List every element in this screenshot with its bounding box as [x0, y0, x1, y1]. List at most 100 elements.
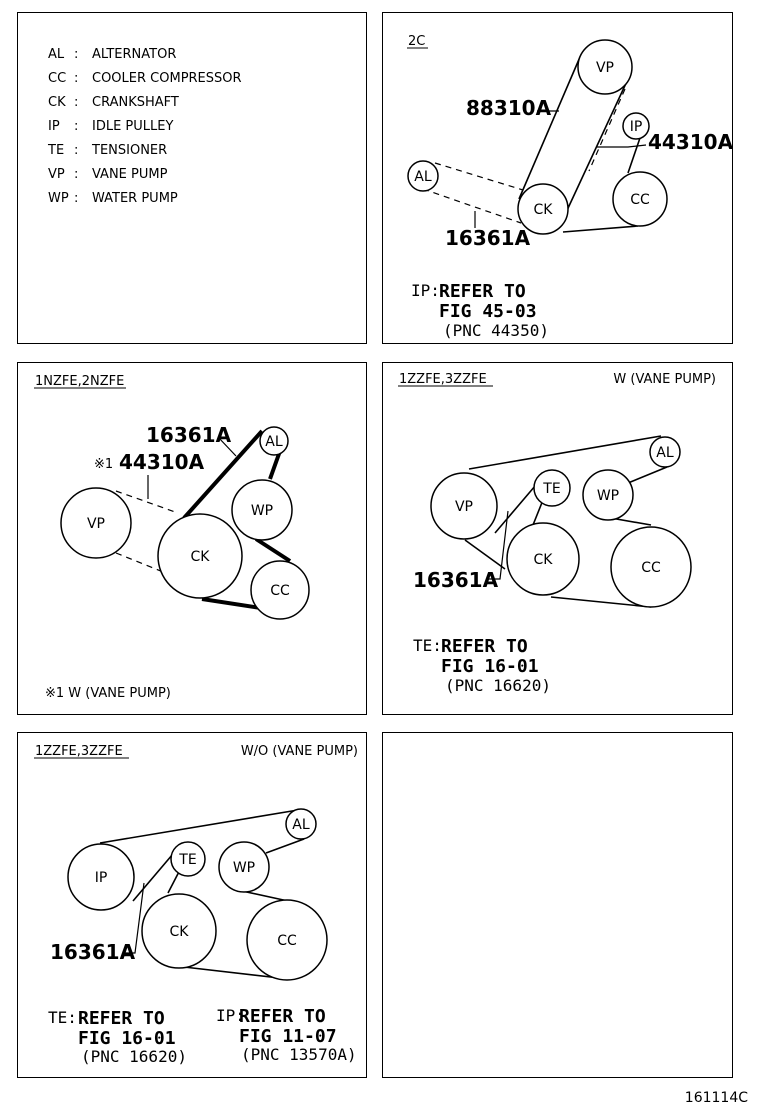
- svg-text::: :: [74, 167, 78, 182]
- belt-vp-ck: [464, 539, 506, 570]
- svg-text:CC: CC: [48, 71, 66, 86]
- svg-text:VANE PUMP: VANE PUMP: [92, 167, 168, 182]
- svg-text:CRANKSHAFT: CRANKSHAFT: [92, 95, 179, 110]
- svg-text:CC: CC: [641, 560, 661, 576]
- svg-text:FIG 45-03: FIG 45-03: [439, 301, 537, 322]
- part-16361a-label: 16361A: [445, 226, 531, 250]
- svg-text::: :: [74, 119, 78, 134]
- pulley-al: AL: [285, 808, 317, 840]
- belt-al-ck: [182, 429, 264, 520]
- legend-item-al: AL : ALTERNATOR: [48, 47, 176, 62]
- legend-svg: AL : ALTERNATOR CC : COOLER COMPRESSOR C…: [47, 47, 242, 206]
- pulley-vp: VP: [577, 39, 633, 95]
- diagram-nzfe: 1NZFE,2NZFE AL WP VP CK CC 16361A ※1 443…: [34, 374, 310, 701]
- refer-note-te: TE: REFER TO FIG 16-01 (PNC 16620): [48, 1008, 187, 1066]
- engine-label: 2C: [408, 34, 425, 49]
- svg-text:CC: CC: [277, 933, 297, 949]
- pulley-vp: VP: [430, 472, 498, 540]
- svg-text:TE: TE: [178, 852, 196, 868]
- svg-text:WP: WP: [251, 503, 273, 519]
- legend-list: AL : ALTERNATOR CC : COOLER COMPRESSOR C…: [47, 47, 242, 206]
- pulley-cc: CC: [250, 560, 310, 620]
- svg-text:AL: AL: [48, 47, 65, 62]
- svg-text:VP: VP: [48, 167, 65, 182]
- variant-label: W (VANE PUMP): [613, 372, 716, 387]
- svg-text:REFER TO: REFER TO: [441, 636, 528, 657]
- pulley-ip: IP: [622, 112, 650, 140]
- belt-ip-cc: [627, 134, 642, 174]
- svg-text:CK: CK: [48, 95, 66, 110]
- svg-text:(PNC 44350): (PNC 44350): [443, 321, 549, 340]
- svg-text:REFER TO: REFER TO: [78, 1008, 165, 1029]
- part-16361a-label: 16361A: [146, 423, 232, 447]
- svg-text:FIG 16-01: FIG 16-01: [78, 1028, 176, 1049]
- pulley-wp: WP: [218, 841, 270, 893]
- svg-text:AL: AL: [292, 817, 310, 833]
- pulley-te: TE: [533, 469, 571, 507]
- svg-text:FIG 11-07: FIG 11-07: [239, 1026, 337, 1047]
- svg-text:WP: WP: [597, 488, 619, 504]
- belt-al-wp: [268, 450, 282, 480]
- pulley-ck: CK: [506, 522, 580, 596]
- diagram-zzfe-w: 1ZZFE,3ZZFE W (VANE PUMP) AL TE WP VP CK…: [398, 372, 716, 695]
- diagram-zzfe-wo: 1ZZFE,3ZZFE W/O (VANE PUMP) AL TE WP IP …: [34, 744, 358, 1066]
- figure-number: 161114C: [684, 1090, 748, 1106]
- legend-item-vp: VP : VANE PUMP: [48, 167, 168, 182]
- svg-text:TE:: TE:: [48, 1008, 77, 1027]
- belt-vp-ck-left: [518, 56, 581, 200]
- svg-text::: :: [74, 47, 78, 62]
- belt-ip-al: [99, 809, 299, 844]
- part-44310a-label: 44310A: [648, 130, 734, 154]
- footnote: ※1 W (VANE PUMP): [45, 686, 171, 701]
- svg-text::: :: [74, 143, 78, 158]
- svg-text::: :: [74, 191, 78, 206]
- pulley-vp: VP: [60, 487, 132, 559]
- svg-text:IP: IP: [95, 870, 108, 886]
- svg-text:ALTERNATOR: ALTERNATOR: [92, 47, 176, 62]
- belt-al-ck-lower: [422, 188, 522, 224]
- panel-zzfe-wo: 1ZZFE,3ZZFE W/O (VANE PUMP) AL TE WP IP …: [17, 732, 367, 1078]
- pulley-cc: CC: [612, 171, 668, 227]
- pulley-ck: CK: [141, 893, 217, 969]
- engine-label: 1NZFE,2NZFE: [35, 374, 124, 389]
- part-88310a-label: 88310A: [466, 96, 552, 120]
- panel-nzfe: 1NZFE,2NZFE AL WP VP CK CC 16361A ※1 443…: [17, 362, 367, 715]
- svg-text:CK: CK: [170, 924, 190, 940]
- legend-panel: AL : ALTERNATOR CC : COOLER COMPRESSOR C…: [17, 12, 367, 344]
- pulley-wp: WP: [582, 469, 634, 521]
- svg-text:IP: IP: [48, 119, 60, 134]
- diagram-2c: 2C VP IP AL CK CC 88310A 44310A 16361A I…: [407, 34, 734, 340]
- svg-text:IP:: IP:: [411, 281, 440, 300]
- svg-text:(PNC 16620): (PNC 16620): [445, 676, 551, 695]
- svg-text:REFER TO: REFER TO: [439, 281, 526, 302]
- svg-text:AL: AL: [265, 434, 283, 450]
- belt-al-wp: [627, 466, 668, 484]
- belt-vp-al: [468, 435, 662, 470]
- svg-text:WATER PUMP: WATER PUMP: [92, 191, 178, 206]
- legend-item-ip: IP : IDLE PULLEY: [48, 119, 173, 134]
- pulley-ip: IP: [67, 843, 135, 911]
- legend-item-cc: CC : COOLER COMPRESSOR: [48, 71, 242, 86]
- svg-text::: :: [74, 95, 78, 110]
- belt-wp-cc: [241, 890, 289, 902]
- panel-2c: 2C VP IP AL CK CC 88310A 44310A 16361A I…: [382, 12, 734, 344]
- svg-text:CK: CK: [534, 202, 554, 218]
- part-44310a-label: 44310A: [119, 450, 205, 474]
- svg-text:TE: TE: [542, 481, 560, 497]
- svg-text::: :: [74, 71, 78, 86]
- pulley-ck: CK: [157, 513, 243, 599]
- svg-text:VP: VP: [87, 516, 105, 532]
- svg-text:IDLE PULLEY: IDLE PULLEY: [92, 119, 173, 134]
- belt-al-ck-upper: [434, 162, 524, 191]
- svg-text:CK: CK: [534, 552, 554, 568]
- svg-text:CC: CC: [270, 583, 290, 599]
- pulley-te: TE: [170, 841, 206, 877]
- legend-item-wp: WP : WATER PUMP: [48, 191, 178, 206]
- svg-text:REFER TO: REFER TO: [239, 1006, 326, 1027]
- svg-text:VP: VP: [455, 499, 473, 515]
- legend-item-te: TE : TENSIONER: [47, 143, 167, 158]
- pulley-al: AL: [407, 160, 439, 192]
- refer-note: TE: REFER TO FIG 16-01 (PNC 16620): [413, 636, 551, 695]
- pulley-wp: WP: [231, 479, 293, 541]
- belt-al-wp: [265, 838, 305, 854]
